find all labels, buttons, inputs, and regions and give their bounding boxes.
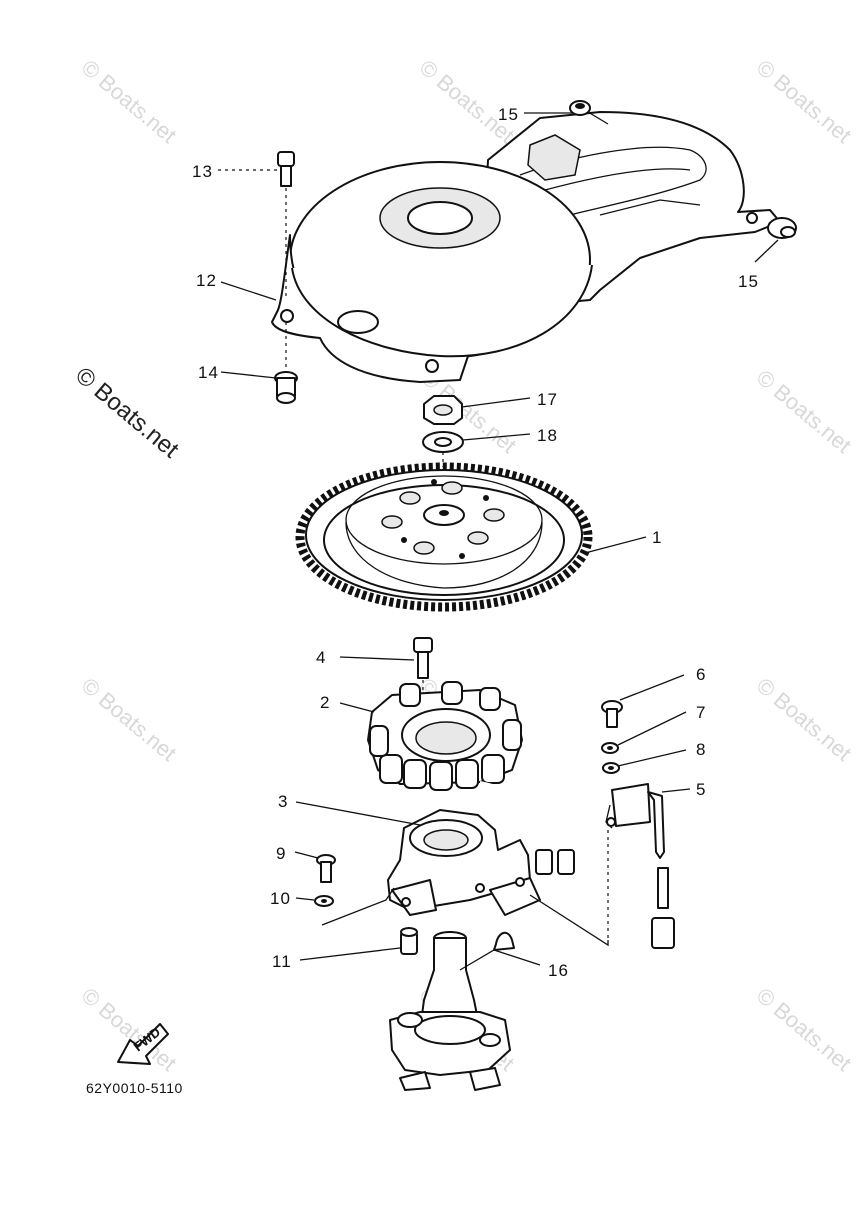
callout-4: 4 (316, 648, 326, 667)
callout-7: 7 (696, 703, 706, 722)
stator-wiring (479, 781, 575, 875)
grommet-15-right (767, 217, 797, 239)
washer-7 (601, 742, 619, 754)
flywheel-cover (271, 111, 781, 383)
bolt-4 (413, 637, 433, 712)
callout-15a: 15 (498, 105, 519, 124)
drawing-code: 62Y0010-5110 (86, 1080, 183, 1096)
ignition-coil-5 (605, 783, 675, 949)
watermark-prominent: © Boats.net (70, 362, 184, 464)
watermark: © Boats.net (752, 365, 856, 458)
grommet-14 (274, 322, 298, 404)
stator-2 (367, 681, 523, 791)
callout-13: 13 (192, 162, 213, 181)
watermark: © Boats.net (77, 55, 181, 148)
screw-6 (601, 700, 623, 728)
callout-11: 11 (272, 952, 292, 971)
callout-10: 10 (270, 889, 291, 908)
callout-2: 2 (320, 693, 330, 712)
washer-8 (602, 762, 620, 774)
washer-10 (314, 895, 334, 907)
callout-16: 16 (548, 961, 569, 980)
watermark: © Boats.net (752, 673, 856, 766)
pulser-base-3 (387, 809, 541, 916)
flywheel-1 (295, 462, 593, 612)
crankshaft (389, 931, 511, 1091)
callout-14: 14 (198, 363, 219, 382)
nut-17 (423, 395, 463, 425)
callout-5: 5 (696, 780, 706, 799)
callout-6: 6 (696, 665, 706, 684)
watermark: © Boats.net (752, 983, 856, 1076)
leader-lines (218, 111, 779, 971)
woodruff-key-16 (493, 931, 515, 951)
watermark: © Boats.net (77, 673, 181, 766)
callout-8: 8 (696, 740, 706, 759)
callout-12: 12 (196, 271, 217, 290)
callout-9: 9 (276, 844, 286, 863)
callout-1: 1 (652, 528, 662, 547)
callout-18: 18 (537, 426, 558, 445)
callout-3: 3 (278, 792, 288, 811)
watermark: © Boats.net (415, 55, 519, 148)
dowel-pin-11 (400, 927, 418, 955)
callout-17: 17 (537, 390, 558, 409)
grommet-15-top (569, 100, 591, 116)
callouts: 15 13 12 15 14 17 18 1 4 6 2 7 8 5 3 9 1… (192, 105, 759, 980)
callout-15b: 15 (738, 272, 759, 291)
bolt-13 (277, 151, 295, 300)
screw-9 (316, 854, 336, 883)
washer-18 (422, 431, 464, 510)
watermark: © Boats.net (752, 55, 856, 148)
